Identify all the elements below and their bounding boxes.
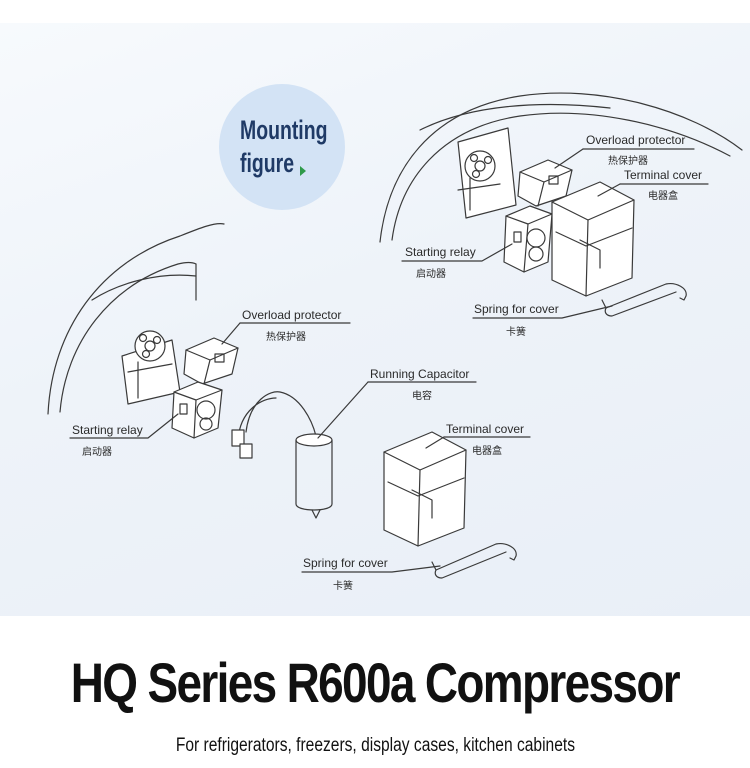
running-capacitor bbox=[231, 391, 333, 519]
badge-line1: Mounting bbox=[240, 115, 328, 145]
terminal-cover-bottom bbox=[383, 431, 467, 547]
page-subtitle-text: For refrigerators, freezers, display cas… bbox=[175, 735, 575, 756]
overload-protector-bottom bbox=[183, 337, 239, 385]
label-starting-relay-top: Starting relay bbox=[405, 245, 476, 259]
mounting-diagram-drawing bbox=[47, 92, 743, 579]
starting-relay-bottom bbox=[171, 381, 223, 439]
mounting-figure-badge: Mounting figure bbox=[219, 84, 345, 210]
mounting-figure-panel: Overload protector 热保护器 Terminal cover 电… bbox=[0, 23, 750, 616]
spring-clip-bottom bbox=[431, 543, 517, 579]
label-overload-protector-top: Overload protector bbox=[586, 133, 686, 147]
compressor-shell-bottom bbox=[47, 223, 225, 415]
label-terminal-cover-top: Terminal cover bbox=[624, 168, 703, 182]
label-overload-protector-top-cn: 热保护器 bbox=[608, 156, 648, 167]
leader-overload-bottom-tip bbox=[221, 322, 241, 345]
leader-relay-bottom bbox=[69, 413, 179, 439]
play-arrow-icon bbox=[300, 166, 306, 176]
terminal-cover-top bbox=[551, 181, 635, 297]
label-spring-for-cover-bottom: Spring for cover bbox=[303, 556, 388, 570]
leader-capacitor-tip bbox=[317, 381, 369, 439]
overload-protector-top bbox=[517, 159, 573, 207]
label-running-capacitor: Running Capacitor bbox=[370, 367, 470, 381]
page-subtitle: For refrigerators, freezers, display cas… bbox=[0, 735, 750, 757]
label-overload-protector-bottom: Overload protector bbox=[242, 308, 342, 322]
label-overload-protector-bottom-cn: 热保护器 bbox=[266, 332, 306, 343]
starting-relay-top bbox=[503, 205, 553, 273]
label-spring-for-cover-top: Spring for cover bbox=[474, 302, 559, 316]
label-spring-for-cover-bottom-cn: 卡簧 bbox=[333, 581, 353, 592]
page-title: HQ Series R600a Compressor bbox=[0, 650, 750, 715]
spring-clip-top bbox=[601, 283, 687, 317]
terminal-plate-top bbox=[457, 127, 517, 219]
leader-relay-top bbox=[401, 243, 513, 262]
leader-terminal-bottom-tip bbox=[425, 436, 445, 449]
terminal-plate-bottom bbox=[121, 330, 181, 405]
label-terminal-cover-top-cn: 电器盒 bbox=[648, 191, 678, 202]
label-running-capacitor-cn: 电容 bbox=[412, 391, 432, 402]
leader-overload-top-tip bbox=[554, 148, 584, 169]
compressor-shell-top bbox=[379, 92, 743, 243]
label-terminal-cover-bottom: Terminal cover bbox=[446, 422, 525, 436]
badge-text: Mounting figure bbox=[240, 114, 327, 180]
leader-spring-bottom bbox=[301, 565, 441, 573]
label-starting-relay-top-cn: 启动器 bbox=[416, 269, 446, 280]
label-starting-relay-bottom: Starting relay bbox=[72, 423, 143, 437]
leader-terminal-top-tip bbox=[597, 183, 621, 197]
label-spring-for-cover-top-cn: 卡簧 bbox=[506, 327, 526, 338]
label-terminal-cover-bottom-cn: 电器盒 bbox=[472, 446, 502, 457]
badge-line2: figure bbox=[240, 148, 295, 178]
label-starting-relay-bottom-cn: 启动器 bbox=[82, 447, 112, 458]
page-title-text: HQ Series R600a Compressor bbox=[70, 651, 681, 714]
leader-spring-top bbox=[472, 305, 613, 319]
